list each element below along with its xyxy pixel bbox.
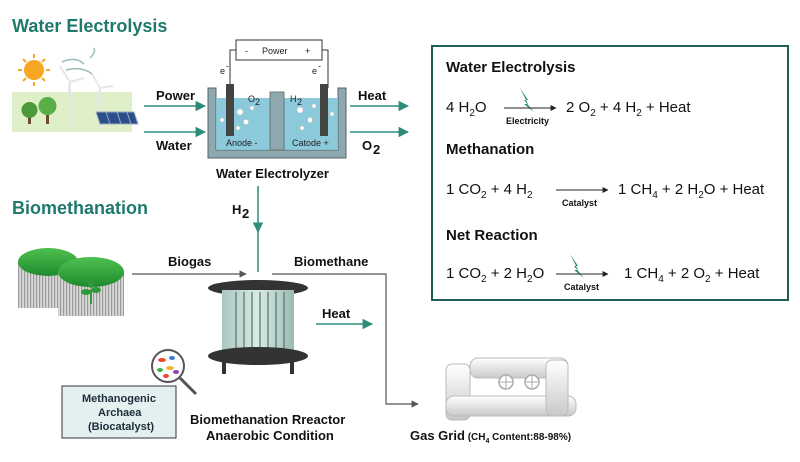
supply-minus: - xyxy=(245,46,248,56)
reactor-name-line2: Anaerobic Condition xyxy=(206,428,334,443)
electricity-icon xyxy=(520,88,534,112)
magnifier-icon xyxy=(151,349,198,396)
methanation-condition: Catalyst xyxy=(562,198,597,208)
electron-left-sign: - xyxy=(226,61,229,71)
sun-icon xyxy=(18,54,50,86)
tree-icon xyxy=(21,97,57,124)
electrolysis-rhs: 2 O2 + 4 H2 + Heat xyxy=(566,99,691,119)
net-rhs: 1 CH4 + 2 O2 + Heat xyxy=(624,265,760,285)
reaction-electrolysis: Water Electrolysis 4 H2O Electricity 2 O… xyxy=(446,59,691,126)
valve-icon xyxy=(498,374,540,390)
archaea-line3: (Biocatalyst) xyxy=(88,421,154,433)
archaea-box xyxy=(61,385,177,439)
o2-inner-sub: 2 xyxy=(255,97,260,107)
biomethane-line xyxy=(272,273,419,408)
water-electrolyzer: - Power + e - e - O 2 H 2 Anode - Catode… xyxy=(207,39,347,159)
methanation-reaction-title: Methanation xyxy=(446,141,534,158)
net-reaction-title: Net Reaction xyxy=(446,227,538,244)
methanation-lhs: 1 CO2 + 4 H2 xyxy=(446,181,533,201)
water-label: Water xyxy=(156,138,192,153)
cathode-label: Catode + xyxy=(292,138,329,148)
reactor-name-line1: Biomethanation Rreactor xyxy=(190,412,345,427)
electrolyzer-name: Water Electrolyzer xyxy=(216,166,329,181)
biogas-digester-icon xyxy=(18,248,124,316)
h2-inner-sub: 2 xyxy=(297,97,302,107)
anode-label: Anode - xyxy=(226,138,258,148)
o2-inner: O xyxy=(248,94,255,104)
supply-label: Power xyxy=(262,46,288,56)
power-label: Power xyxy=(156,88,195,103)
wind-icon xyxy=(61,47,96,75)
catalyst-icon xyxy=(570,254,584,278)
reaction-methanation: Methanation 1 CO2 + 4 H2 Catalyst 1 CH4 … xyxy=(446,141,765,208)
o2-label: O xyxy=(362,138,372,153)
h2-label-sub: 2 xyxy=(242,206,249,221)
methanation-rhs: 1 CH4 + 2 H2O + Heat xyxy=(618,181,765,201)
heat-label: Heat xyxy=(358,88,387,103)
net-lhs: 1 CO2 + 2 H2O xyxy=(446,265,544,285)
biomethanation-reactor xyxy=(208,280,308,374)
reactor-heat-label: Heat xyxy=(322,306,351,321)
electrolysis-lhs: 4 H2O xyxy=(446,99,487,119)
electrolysis-reaction-title: Water Electrolysis xyxy=(446,59,576,76)
reaction-net: Net Reaction 1 CO2 + 2 H2O Catalyst 1 CH… xyxy=(446,227,760,292)
archaea-line1: Methanogenic xyxy=(82,393,156,405)
biomethanation-title: Biomethanation xyxy=(12,198,148,218)
archaea-line2: Archaea xyxy=(98,407,142,419)
plant-icon xyxy=(81,280,101,304)
o2-label-sub: 2 xyxy=(373,142,380,157)
electron-right-sign: - xyxy=(318,61,321,71)
electron-left: e xyxy=(220,66,225,76)
electron-right: e xyxy=(312,66,317,76)
gas-grid-illustration xyxy=(445,357,577,421)
solar-panel-icon xyxy=(95,111,139,125)
renewable-energy-illustration xyxy=(12,47,139,132)
cathode-electrode xyxy=(320,84,328,136)
biomethane-label: Biomethane xyxy=(294,254,368,269)
h2-inner: H xyxy=(290,94,297,104)
electrolysis-condition: Electricity xyxy=(506,116,549,126)
water-electrolysis-title: Water Electrolysis xyxy=(12,16,167,36)
net-condition: Catalyst xyxy=(564,282,599,292)
h2-label: H xyxy=(232,202,241,217)
reactions-panel xyxy=(431,45,789,301)
biogas-label: Biogas xyxy=(168,254,211,269)
anode-electrode xyxy=(226,84,234,136)
gas-grid-label: Gas Grid (CH4 Content:88-98%) xyxy=(410,428,571,445)
supply-plus: + xyxy=(305,46,310,56)
archaea-icon xyxy=(157,356,179,378)
